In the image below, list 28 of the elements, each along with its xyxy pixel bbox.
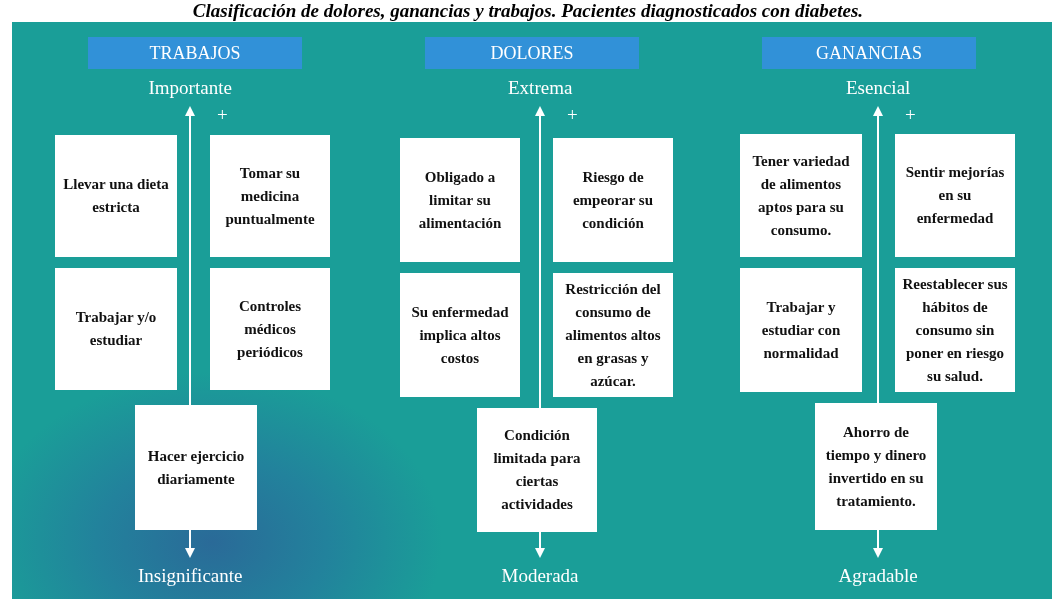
plus-sign: + <box>567 104 578 126</box>
figure-title: Clasificación de dolores, ganancias y trabajos. Pacientes diagnosticados con diabetes. <box>191 0 865 21</box>
text-card: Restricción del consumo de alimentos altos en grasas y azúcar. <box>553 273 673 397</box>
text-card: Controles médicos periódicos <box>210 268 330 390</box>
text-card: Sentir mejorías en su enfermedad <box>895 134 1015 257</box>
text-card: Riesgo de empeorar su condición <box>553 138 673 262</box>
scale-label: Insignificante <box>138 565 243 587</box>
scale-label: Importante <box>148 77 232 99</box>
text-card: Hacer ejercicio diariamente <box>135 405 257 530</box>
text-card: Reestablecer sus hábitos de consumo sin poner en riesgo su salud. <box>895 268 1015 392</box>
text-card: Condición limitada para ciertas actividades <box>477 408 597 532</box>
category-header: GANANCIAS <box>762 37 976 69</box>
category-header: DOLORES <box>425 37 639 69</box>
text-card: Tener variedad de alimentos aptos para su consumo. <box>740 134 862 257</box>
text-card: Llevar una dieta estricta <box>55 135 177 257</box>
text-card: Tomar su medicina puntualmente <box>210 135 330 257</box>
scale-label: Esencial <box>846 77 911 99</box>
text-card: Su enfermedad implica altos costos <box>400 273 520 397</box>
text-card: Trabajar y/o estudiar <box>55 268 177 390</box>
category-header: TRABAJOS <box>88 37 302 69</box>
text-card: Ahorro de tiempo y dinero invertido en su tratamiento. <box>815 403 937 530</box>
text-card: Trabajar y estudiar con normalidad <box>740 268 862 392</box>
text-card: Obligado a limitar su alimentación <box>400 138 520 262</box>
scale-label: Extrema <box>508 77 573 99</box>
scale-label: Agradable <box>838 565 918 587</box>
scale-label: Moderada <box>501 565 579 587</box>
plus-sign: + <box>905 104 916 126</box>
plus-sign: + <box>217 104 228 126</box>
